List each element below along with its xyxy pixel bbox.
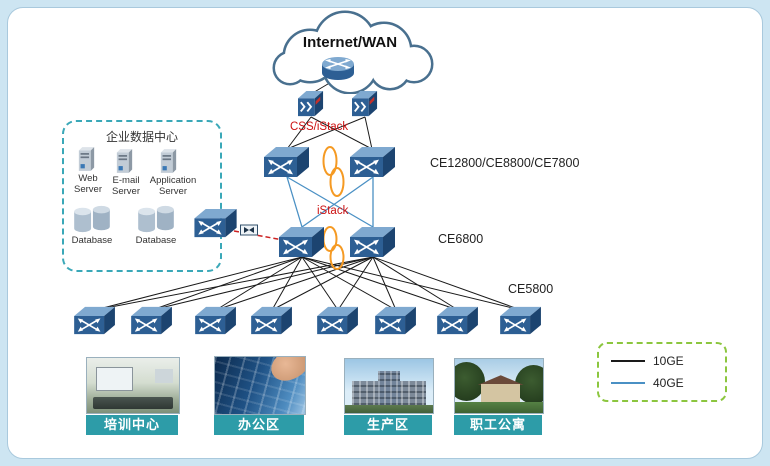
photo-production-area <box>344 358 434 414</box>
database-label: Database <box>135 235 177 246</box>
access-switch <box>131 306 173 335</box>
photo-decor <box>378 370 400 406</box>
enterprise-datacenter-box: 企业数据中心 Web Server E-mail Server Applicat… <box>62 120 222 272</box>
photo-decor <box>481 383 521 403</box>
access-switch <box>195 306 237 335</box>
photo-training-center <box>86 357 180 414</box>
datacenter-switch <box>194 208 238 238</box>
legend-label: 40GE <box>653 376 684 390</box>
optical-module-icon <box>240 224 258 236</box>
security-gateway-icon <box>298 90 324 118</box>
core-model-label: CE12800/CE8800/CE7800 <box>430 156 580 170</box>
photo-office-area <box>214 356 306 415</box>
photo-decor <box>155 369 174 384</box>
photo-decor <box>477 375 524 385</box>
database-cylinders-icon <box>72 204 112 234</box>
router-icon <box>320 56 356 82</box>
aggregation-switch <box>279 226 325 258</box>
legend-label: 10GE <box>653 354 684 368</box>
photo-decor <box>455 362 485 402</box>
legend-box: 10GE 40GE <box>597 342 727 402</box>
photo-decor <box>92 396 174 409</box>
access-switch <box>437 306 479 335</box>
database-label: Database <box>71 235 113 246</box>
datacenter-title: 企业数据中心 <box>105 130 178 144</box>
aggregation-model-label: CE6800 <box>438 232 484 246</box>
css-istack-label: CSS/iStack <box>290 121 349 133</box>
access-switch <box>74 306 116 335</box>
access-switch <box>500 306 542 335</box>
web-server-icon <box>78 146 95 172</box>
core-switch <box>264 146 310 178</box>
photo-staff-apartments <box>454 358 544 414</box>
internet-cloud: Internet/WAN <box>252 8 448 95</box>
photo-decor <box>96 366 134 391</box>
security-gateway-icon <box>352 90 378 118</box>
legend-item-10ge: 10GE <box>611 354 684 368</box>
access-model-label: CE5800 <box>508 282 554 296</box>
istack-label: iStack <box>317 205 349 217</box>
legend-item-40ge: 40GE <box>611 376 684 390</box>
photo-decor <box>345 405 433 413</box>
web-server-label: Web Server <box>74 173 102 195</box>
core-switch <box>350 146 396 178</box>
40ge-line-swatch <box>611 382 645 384</box>
photo-decor <box>455 402 543 413</box>
access-switch <box>375 306 417 335</box>
application-server-icon <box>160 148 177 174</box>
email-server-icon <box>116 148 133 174</box>
aggregation-switch <box>350 226 396 258</box>
cloud-shape <box>272 10 434 95</box>
site-label-office-area: 办公区 <box>214 415 304 435</box>
application-server-label: Application Server <box>149 175 197 197</box>
email-server-label: E-mail Server <box>112 175 140 197</box>
cloud-label: Internet/WAN <box>302 34 398 51</box>
access-switch <box>251 306 293 335</box>
site-label-production-area: 生产区 <box>344 415 432 435</box>
10ge-line-swatch <box>611 360 645 362</box>
database-cylinders-icon <box>136 204 176 234</box>
site-label-staff-apartments: 职工公寓 <box>454 415 542 435</box>
access-switch <box>317 306 359 335</box>
site-label-training-center: 培训中心 <box>86 415 178 435</box>
